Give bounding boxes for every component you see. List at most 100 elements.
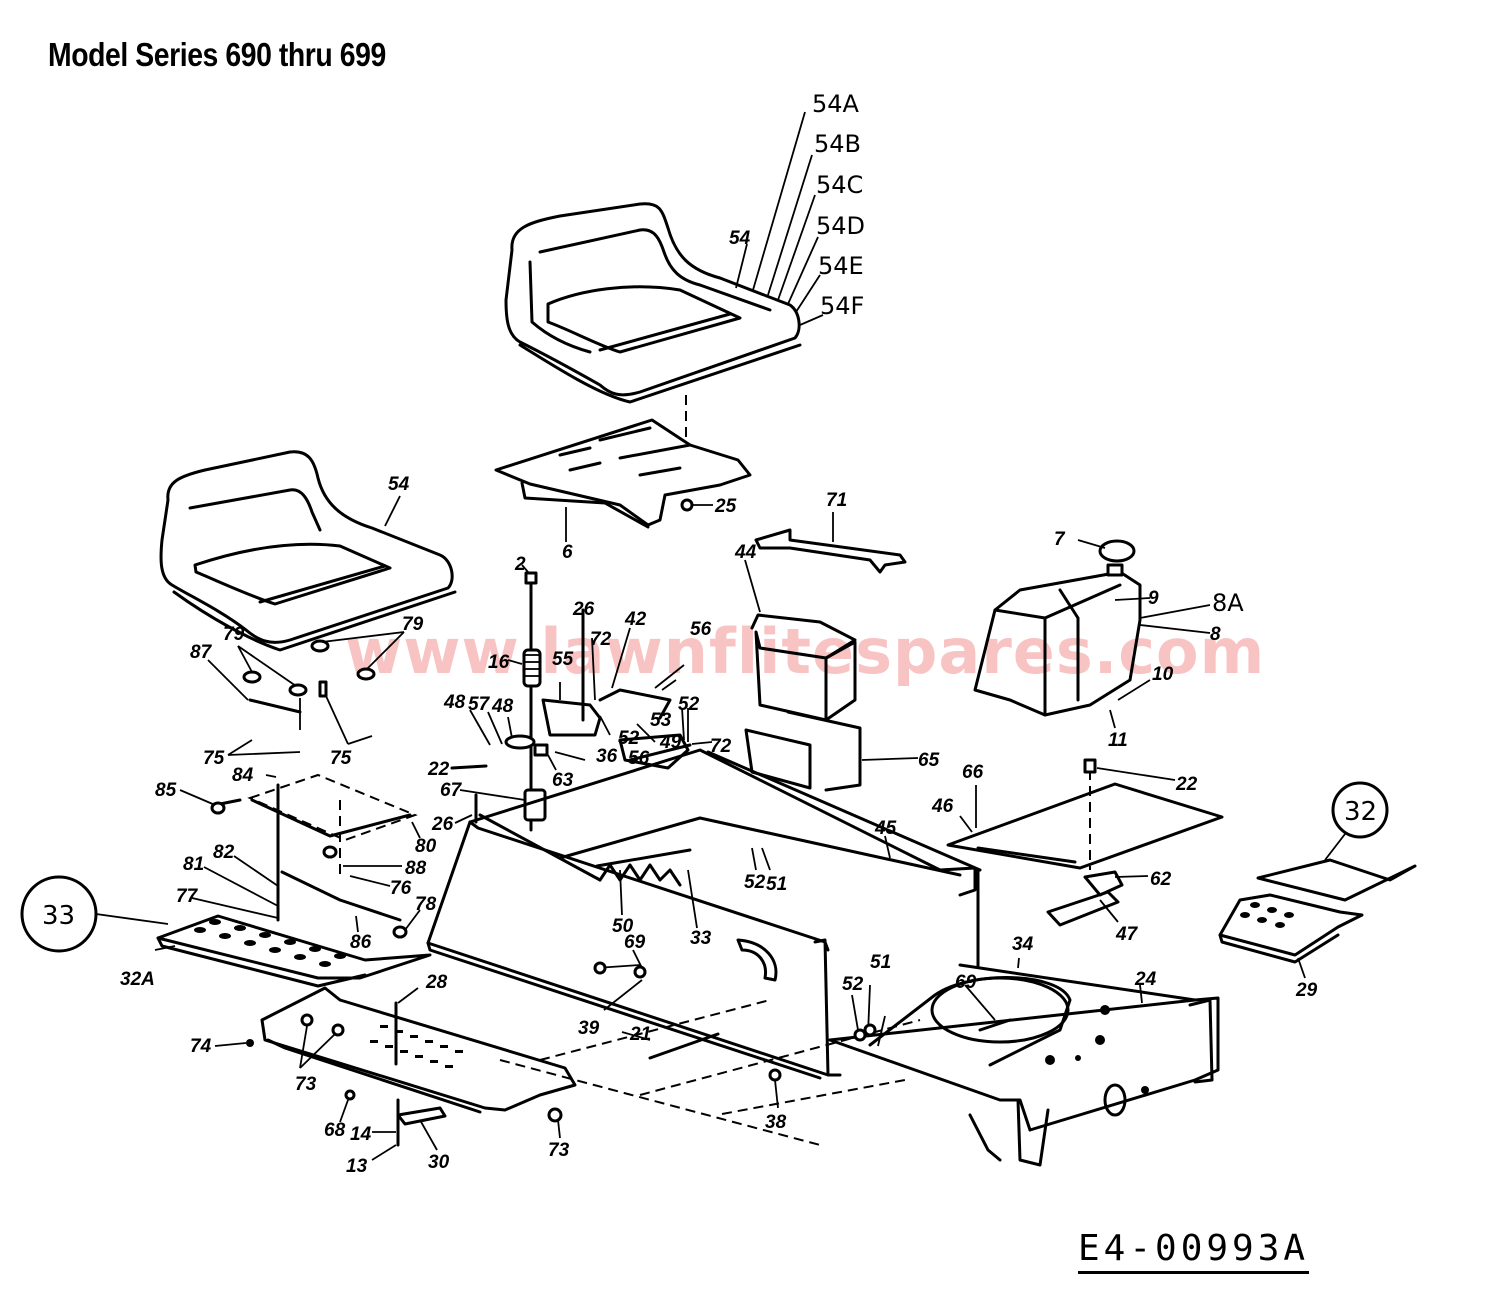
label-88: 88	[405, 858, 427, 879]
label-26-lower: 26	[431, 814, 454, 835]
callout-assembly-33: 33	[42, 901, 75, 931]
label-32a: 32A	[120, 969, 155, 990]
label-28: 28	[425, 972, 448, 993]
diagram-title: Model Series 690 thru 699	[48, 36, 386, 73]
label-52-d: 52	[842, 974, 864, 995]
label-85: 85	[155, 780, 177, 801]
label-seat-top: 54	[729, 228, 751, 249]
footrest-32	[1218, 781, 1417, 979]
label-68: 68	[324, 1120, 346, 1141]
label-seat-variant-54d: 54D	[816, 212, 865, 240]
left-footboard	[214, 986, 577, 1161]
label-84: 84	[232, 765, 254, 786]
label-81: 81	[183, 854, 204, 875]
label-71: 71	[826, 490, 847, 511]
seat-rail-assembly	[179, 773, 421, 939]
label-22-right: 22	[1175, 774, 1198, 795]
label-2: 2	[514, 554, 526, 575]
label-39: 39	[578, 1018, 600, 1039]
chassis-frame	[426, 748, 1220, 1167]
label-24: 24	[1134, 969, 1157, 990]
label-seat-variant-54f: 54F	[820, 292, 864, 320]
label-29: 29	[1295, 980, 1318, 1001]
label-11: 11	[1108, 730, 1128, 751]
label-46: 46	[931, 796, 954, 817]
label-56-upper: 56	[690, 619, 712, 640]
label-13: 13	[346, 1156, 368, 1177]
label-75-b: 75	[330, 748, 352, 769]
label-78: 78	[415, 894, 437, 915]
label-33-rack: 33	[690, 928, 712, 949]
seat-bracket	[494, 418, 752, 542]
label-seat-variant-54b: 54B	[814, 130, 861, 158]
label-seat-bracket: 6	[562, 542, 573, 563]
fuel-tank-tray	[946, 758, 1224, 927]
label-36: 36	[596, 746, 618, 767]
label-75-a: 75	[203, 748, 225, 769]
label-38: 38	[765, 1112, 787, 1133]
battery-section	[744, 512, 919, 792]
label-48-b: 48	[491, 696, 514, 717]
label-7: 7	[1054, 529, 1066, 550]
label-seat-bolt: 25	[714, 496, 737, 517]
label-72-lower: 72	[710, 736, 732, 757]
label-10: 10	[1152, 664, 1174, 685]
label-72-upper: 72	[590, 629, 612, 650]
label-30: 30	[428, 1152, 450, 1173]
label-63: 63	[552, 770, 574, 791]
label-87: 87	[190, 642, 213, 663]
label-9: 9	[1148, 588, 1159, 609]
label-52-c: 52	[744, 872, 766, 893]
label-21: 21	[629, 1024, 651, 1045]
label-seat-variant-54c: 54C	[816, 171, 863, 199]
label-76: 76	[390, 878, 412, 899]
label-69-b: 69	[955, 972, 977, 993]
fuel-tank	[973, 539, 1211, 729]
label-22-left: 22	[427, 759, 450, 780]
callout-assembly-32: 32	[1344, 797, 1377, 827]
label-69-a: 69	[624, 932, 646, 953]
label-51-a: 51	[766, 874, 787, 895]
label-44: 44	[734, 542, 757, 563]
label-53: 53	[650, 710, 672, 731]
label-47: 47	[1115, 924, 1139, 945]
label-49: 49	[659, 732, 682, 753]
label-50: 50	[612, 916, 634, 937]
seat-upper	[504, 111, 824, 440]
label-74: 74	[190, 1036, 212, 1057]
label-seat-variant-54a: 54A	[812, 90, 860, 118]
label-66: 66	[962, 762, 984, 783]
label-52-b: 52	[678, 694, 700, 715]
label-86: 86	[350, 932, 372, 953]
label-56-lower: 56	[628, 748, 650, 769]
label-8: 8	[1210, 624, 1221, 645]
seat-left	[159, 450, 457, 652]
label-14: 14	[350, 1124, 372, 1145]
drawing-number: E4-00993A	[1078, 1228, 1310, 1274]
label-seat-left: 54	[388, 474, 410, 495]
label-45: 45	[874, 818, 897, 839]
label-55: 55	[552, 649, 574, 670]
control-linkage	[450, 564, 713, 832]
label-80: 80	[415, 836, 437, 857]
label-16: 16	[488, 652, 510, 673]
label-82: 82	[213, 842, 235, 863]
label-62: 62	[1150, 869, 1172, 890]
label-26-upper: 26	[572, 599, 595, 620]
label-34: 34	[1012, 934, 1034, 955]
label-65: 65	[918, 750, 940, 771]
label-73-b: 73	[548, 1140, 570, 1161]
label-73-a: 73	[295, 1074, 317, 1095]
label-57: 57	[468, 694, 491, 715]
label-42: 42	[624, 609, 647, 630]
label-67: 67	[440, 780, 463, 801]
label-48-a: 48	[443, 692, 466, 713]
watermark: www.lawnflitespares.com	[345, 615, 1265, 688]
label-8a: 8A	[1212, 589, 1244, 617]
seat-hardware	[207, 631, 405, 756]
label-52-a: 52	[618, 728, 640, 749]
label-seat-variant-54e: 54E	[818, 252, 864, 280]
label-77: 77	[176, 886, 199, 907]
label-79-a: 79	[223, 624, 245, 645]
